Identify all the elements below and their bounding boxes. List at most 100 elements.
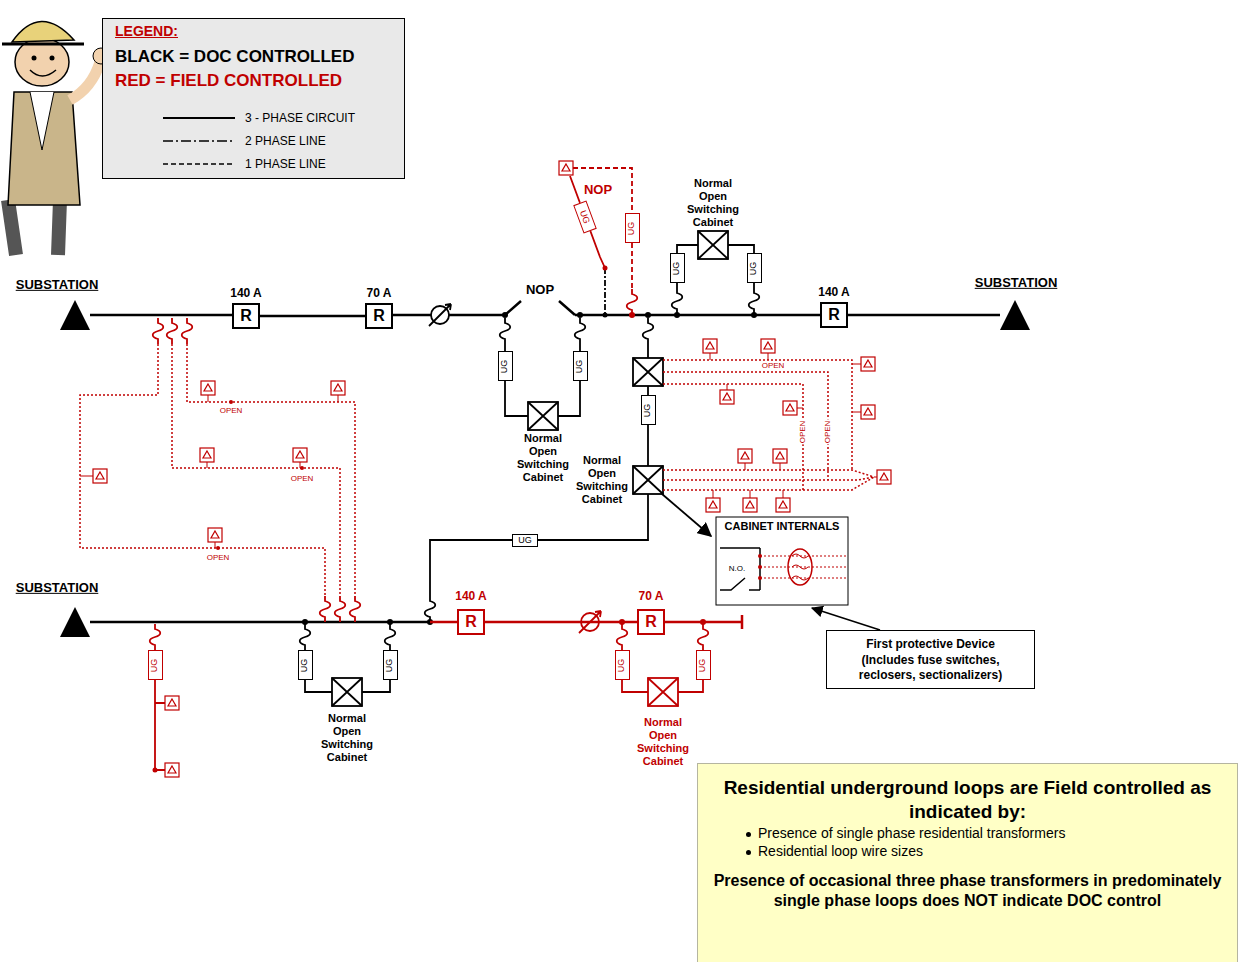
black-equipment-part bbox=[662, 494, 711, 536]
switch-label: N.O. bbox=[729, 565, 745, 574]
legend-row: 3 - PHASE CIRCUIT bbox=[161, 111, 355, 125]
transformer-symbols-part bbox=[783, 401, 797, 415]
legend-heading: LEGEND: bbox=[115, 23, 392, 39]
black-equipment-part bbox=[385, 624, 396, 650]
legend-line-sample bbox=[161, 113, 237, 123]
top-feeder bbox=[90, 301, 1000, 315]
field-equipment-part bbox=[350, 596, 361, 622]
field-equipment-part bbox=[335, 596, 346, 622]
cabinet-internals-drawing-part bbox=[758, 565, 762, 569]
legend-row: 1 PHASE LINE bbox=[161, 157, 326, 171]
field-equipment-part bbox=[573, 168, 632, 289]
cable-label: UG bbox=[578, 209, 591, 225]
cabinet-label: Normal Open Switching Cabinet bbox=[514, 432, 572, 484]
top-feeder-part bbox=[90, 314, 1000, 317]
recloser-label: R bbox=[828, 306, 840, 324]
rating-label: 70 A bbox=[367, 287, 392, 300]
transformer-symbols-part bbox=[706, 498, 720, 512]
legend-text: 2 PHASE LINE bbox=[245, 134, 326, 148]
ug-cable-box: UG bbox=[383, 650, 398, 680]
recloser-box: R bbox=[365, 303, 393, 329]
ug-cable-box: UG bbox=[573, 351, 588, 381]
legend-line bbox=[163, 140, 235, 142]
junction-dots-part bbox=[577, 312, 583, 318]
cable-label: UG bbox=[673, 261, 682, 275]
residential-loops-part bbox=[80, 344, 355, 596]
transformer-stubs-part bbox=[80, 395, 338, 548]
lineman-cartoon-part bbox=[50, 56, 55, 61]
ug-cable-box: UG bbox=[573, 200, 597, 233]
cable-label: UG bbox=[618, 658, 627, 672]
legend-heading: BLACK = DOC CONTROLLED bbox=[115, 47, 392, 67]
ug-cable-box: UG bbox=[696, 650, 711, 680]
field-equipment-part bbox=[627, 289, 638, 315]
field-equipment-part bbox=[698, 624, 709, 650]
open-point-label: OPEN bbox=[206, 554, 231, 563]
transformer-symbols-part bbox=[293, 448, 307, 462]
ug-cable-box: UG bbox=[298, 650, 313, 680]
field-equipment-part bbox=[182, 318, 193, 344]
top-feeder-part bbox=[505, 301, 575, 315]
transformer-symbols-part bbox=[773, 449, 787, 463]
cabinet-internals-box: CABINET INTERNALS bbox=[716, 517, 848, 608]
field-equipment-part bbox=[167, 318, 178, 344]
field-dots-part bbox=[700, 619, 706, 625]
junction-dots-part bbox=[603, 313, 608, 318]
note-text: Residential loop wire sizes bbox=[758, 842, 1223, 861]
cable-label: UG bbox=[518, 536, 532, 545]
lineman-cartoon-part bbox=[8, 200, 60, 255]
note-box: Residential underground loops are Field … bbox=[697, 763, 1238, 962]
cable-label: UG bbox=[699, 658, 708, 672]
transformer-symbols-part bbox=[776, 498, 790, 512]
substation-label: SUBSTATION bbox=[16, 278, 99, 292]
box-heading: CABINET INTERNALS bbox=[716, 520, 848, 532]
transformer-symbols-part bbox=[743, 498, 757, 512]
black-equipment-part bbox=[575, 318, 586, 344]
black-equipment bbox=[90, 231, 759, 706]
recloser-label: R bbox=[240, 307, 252, 325]
recloser-label: R bbox=[373, 307, 385, 325]
field-dots-part bbox=[603, 266, 608, 271]
field-equipment-part bbox=[153, 318, 164, 344]
lineman-cartoon-part bbox=[2, 43, 84, 46]
cabinet-label: Normal Open Switching Cabinet bbox=[573, 454, 631, 506]
transformer-symbols-part bbox=[93, 469, 107, 483]
residential-loops-part bbox=[663, 360, 874, 490]
ug-cable-box: UG bbox=[512, 534, 538, 547]
cabinet-internals-drawing-part bbox=[760, 556, 848, 578]
black-equipment-part bbox=[749, 288, 760, 314]
recloser-box: R bbox=[637, 609, 665, 635]
lineman-cartoon-part bbox=[12, 21, 74, 42]
feeder-connector bbox=[260, 315, 365, 318]
cable-label: UG bbox=[501, 359, 510, 373]
black-equipment-part bbox=[643, 318, 654, 344]
field-equipment bbox=[150, 161, 742, 770]
legend-text: 1 PHASE LINE bbox=[245, 157, 326, 171]
callout-text: (Includes fuse switches, reclosers, sect… bbox=[833, 653, 1028, 684]
junction-dots-part bbox=[387, 619, 393, 625]
open-point-label: OPEN bbox=[761, 362, 786, 371]
substation-symbols-part bbox=[60, 607, 90, 637]
black-equipment-part bbox=[633, 466, 663, 494]
field-dots-part bbox=[229, 400, 233, 404]
cable-label: UG bbox=[386, 658, 395, 672]
legend-row: 2 PHASE LINE bbox=[161, 134, 326, 148]
transformer-symbols-part bbox=[165, 763, 179, 777]
rating-label: 70 A bbox=[639, 590, 664, 603]
recloser-box: R bbox=[232, 303, 260, 329]
ug-cable-box: UG bbox=[747, 253, 762, 283]
black-equipment-part bbox=[633, 358, 663, 386]
rating-label: 140 A bbox=[818, 286, 850, 299]
black-equipment-part bbox=[430, 344, 648, 596]
transformer-symbols-part bbox=[877, 470, 891, 484]
junction-dots-part bbox=[751, 312, 757, 318]
open-point-label: OPEN bbox=[219, 407, 244, 416]
transformer-symbols-part bbox=[738, 449, 752, 463]
lineman-cartoon-part bbox=[8, 92, 80, 205]
lineman-cartoon-part bbox=[30, 92, 54, 150]
transformer-symbols-part bbox=[201, 381, 215, 395]
black-equipment-part bbox=[332, 678, 362, 706]
transformer-stubs-part bbox=[710, 353, 877, 498]
junction-dots bbox=[302, 312, 757, 625]
